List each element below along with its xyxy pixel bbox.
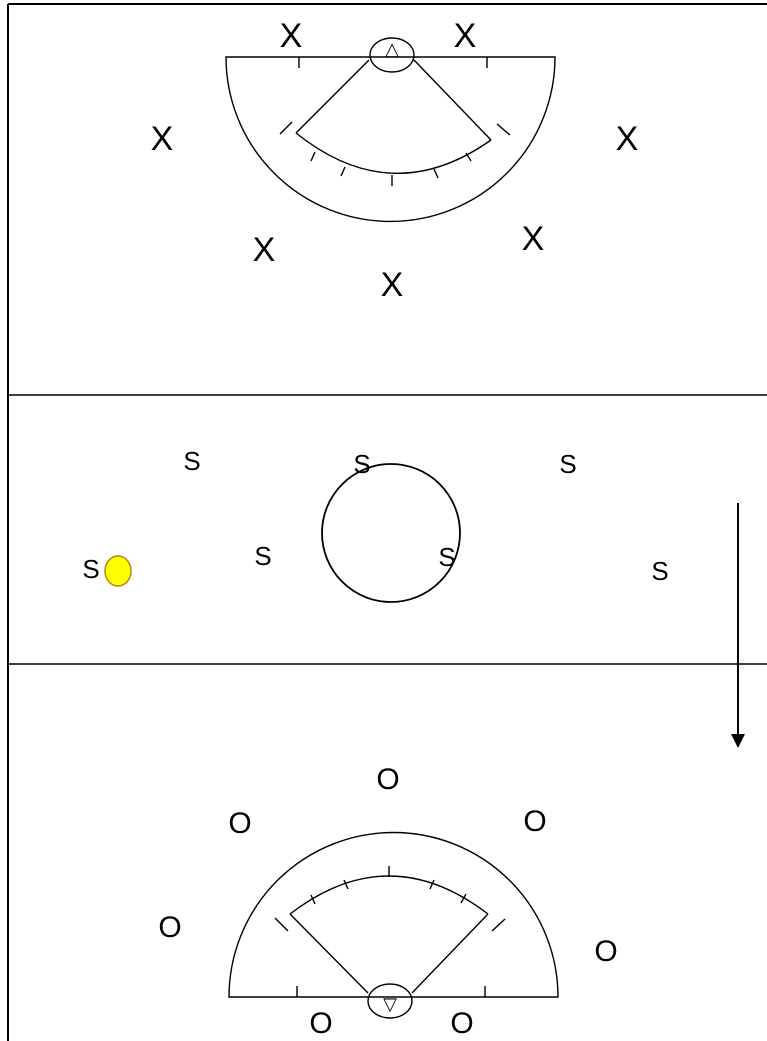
player-s: S <box>82 554 99 584</box>
player-x: X <box>381 266 404 304</box>
top-fan-hash <box>433 168 439 179</box>
top-fan-arc <box>295 132 492 174</box>
player-s: S <box>438 542 455 572</box>
bottom-team-players: O O O O O O O <box>158 763 617 1040</box>
player-o: O <box>158 911 181 944</box>
top-goal-symbol: △ <box>385 39 399 59</box>
player-o: O <box>594 935 617 968</box>
bottom-fan-hash <box>343 879 349 890</box>
player-s: S <box>651 556 668 586</box>
player-x: X <box>454 17 477 55</box>
top-goal-area: △ <box>225 37 556 223</box>
player-x: X <box>280 17 303 55</box>
ball-icon <box>104 555 132 587</box>
field-border <box>7 3 767 1041</box>
bottom-eight-meter-arc <box>228 831 559 998</box>
top-fan-line-left <box>295 59 370 134</box>
player-s: S <box>254 541 271 571</box>
top-fan-hash <box>340 166 346 177</box>
player-s: S <box>559 449 576 479</box>
bottom-fan-arc <box>289 875 489 915</box>
top-fan-hash <box>279 121 293 135</box>
bottom-fan-hash <box>460 893 467 904</box>
bottom-fan-hash <box>310 894 316 905</box>
bottom-goal-area: ▽ <box>228 831 559 1019</box>
player-s: S <box>353 449 370 479</box>
middle-team-players: S S S S S S S <box>82 446 668 586</box>
player-s: S <box>183 446 200 476</box>
player-o: O <box>376 763 399 796</box>
top-fan-hash <box>310 151 316 162</box>
bottom-fan-line-left <box>289 913 369 994</box>
top-fan-hash <box>496 123 511 136</box>
direction-arrow <box>731 503 745 748</box>
bottom-fan-hash <box>429 879 435 890</box>
bottom-fan-hash <box>274 917 289 932</box>
player-x: X <box>616 120 639 158</box>
player-o: O <box>228 807 251 840</box>
top-eight-meter-arc <box>225 56 556 223</box>
top-fan-hash <box>465 152 472 162</box>
player-x: X <box>151 120 174 158</box>
top-team-players: X X X X X X X <box>151 17 639 304</box>
bottom-fan-line-right <box>411 913 489 994</box>
bottom-fan-hash <box>491 918 506 932</box>
top-fan-line-right <box>413 59 492 141</box>
player-o: O <box>523 805 546 838</box>
top-goal-crease <box>369 37 415 73</box>
center-circle <box>321 463 461 603</box>
bottom-goal-crease <box>367 983 413 1019</box>
player-o: O <box>450 1007 473 1040</box>
arrow-head-icon <box>731 734 745 748</box>
player-x: X <box>253 231 276 269</box>
bottom-goal-symbol: ▽ <box>383 994 397 1014</box>
player-o: O <box>309 1007 332 1040</box>
player-x: X <box>522 220 545 258</box>
